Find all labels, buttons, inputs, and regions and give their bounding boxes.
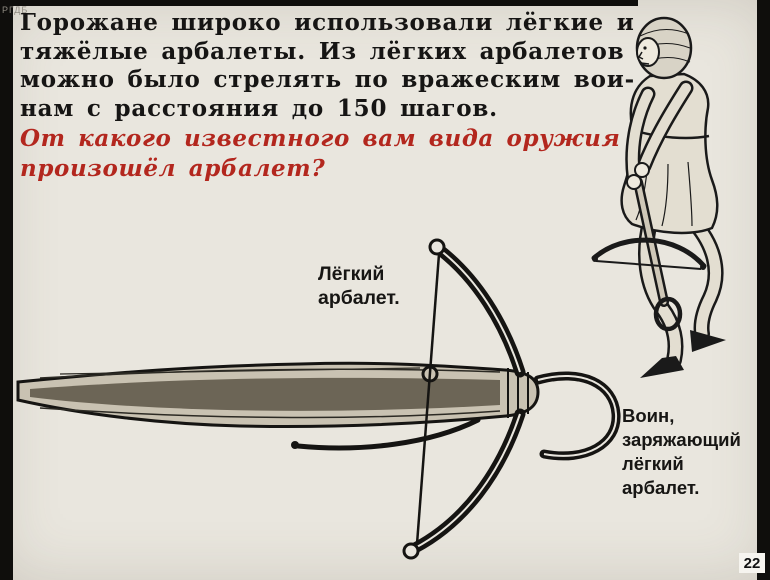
warrior-caption-line: Воин,: [622, 405, 675, 426]
crossbow-label-line: Лёгкий: [318, 263, 385, 285]
crossbow-label-line: арбалет.: [318, 287, 400, 309]
question-text: От какого известного вам вида оружия про…: [20, 124, 620, 184]
warrior-small-crossbow: [591, 177, 707, 332]
paragraph-line: можно было стрелять по вражеским вои-: [20, 66, 635, 93]
warrior-caption-line: арбалет.: [622, 477, 700, 498]
warrior-arms: [625, 80, 694, 190]
crossbow-stock: [16, 361, 540, 429]
paragraph-line: тяжёлые арбалеты. Из лёгких арбалетов: [20, 37, 625, 65]
warrior-legs: [638, 212, 726, 378]
paragraph-line: Горожане широко использовали лёгкие и: [20, 9, 635, 36]
film-edge-left: [0, 0, 13, 580]
warrior-caption-line: заряжающий: [622, 429, 741, 450]
crossbow-stirrup: [533, 371, 621, 461]
warrior-illustration: [591, 16, 726, 378]
library-watermark: РГДБ: [2, 5, 29, 15]
warrior-head: [635, 16, 693, 80]
warrior-caption: Воин, заряжающий лёгкий арбалет.: [622, 404, 741, 500]
frame-number-badge: 22: [739, 553, 765, 573]
warrior-caption-line: лёгкий: [622, 453, 684, 474]
crossbow-bow: [402, 238, 526, 560]
crossbow-string: [415, 253, 441, 545]
main-paragraph: Горожане широко использовали лёгкие и тя…: [20, 9, 635, 123]
crossbow-trigger: [291, 417, 481, 451]
question-line: произошёл арбалет?: [20, 155, 326, 182]
question-line: От какого известного вам вида оружия: [20, 125, 621, 152]
film-edge-top: [0, 0, 638, 6]
light-crossbow-illustration: [16, 238, 621, 560]
paragraph-line: нам с расстояния до 150 шагов.: [20, 94, 498, 122]
film-edge-right: [757, 0, 770, 580]
crossbow-label: Лёгкий арбалет.: [318, 262, 400, 310]
